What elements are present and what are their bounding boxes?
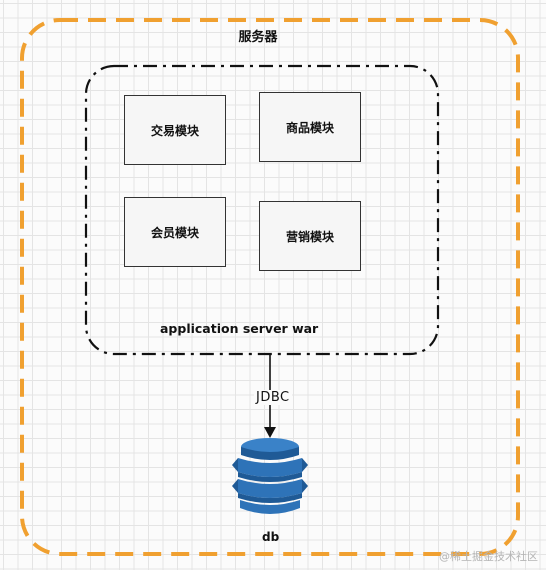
app-server-container xyxy=(84,64,440,356)
server-container xyxy=(20,18,520,556)
module-box: 交易模块 xyxy=(124,95,226,165)
jdbc-label: JDBC xyxy=(254,390,292,405)
module-box: 商品模块 xyxy=(259,92,361,162)
database-label: db xyxy=(262,530,280,544)
database-icon xyxy=(232,438,308,514)
jdbc-arrowhead xyxy=(264,427,276,438)
server-title: 服务器 xyxy=(238,30,278,45)
module-box: 会员模块 xyxy=(124,197,226,267)
watermark-text: @稀土掘金技术社区 xyxy=(439,550,538,563)
module-box: 营销模块 xyxy=(259,201,361,271)
app-server-label: application server war xyxy=(160,321,319,336)
